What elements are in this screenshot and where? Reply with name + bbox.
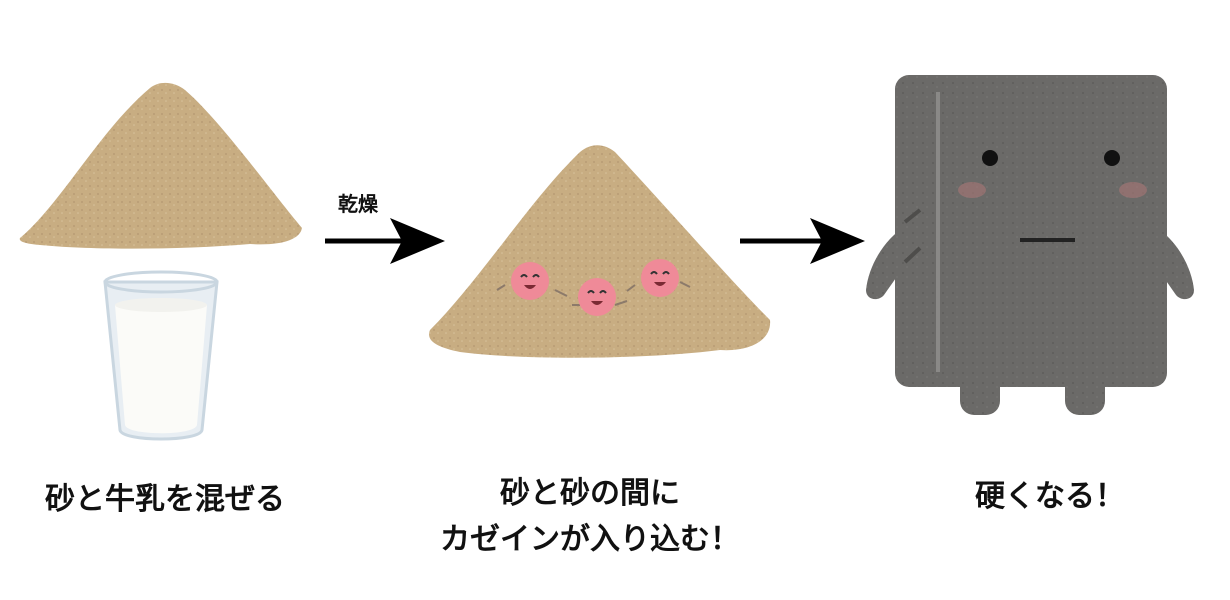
step-2-caption-line2: カゼインが入り込む！ <box>440 522 740 557</box>
casein-ball-icon <box>578 278 616 316</box>
casein-molecules <box>496 281 691 306</box>
step-2-caption-line1: 砂と砂の間に <box>500 476 680 511</box>
casein-ball-icon <box>511 262 549 300</box>
step-3-caption: 硬くなる！ <box>975 479 1125 514</box>
sand-pile-1 <box>19 82 302 249</box>
step-1-caption: 砂と牛乳を混ぜる <box>45 482 285 517</box>
casein-ball-icon <box>641 259 679 297</box>
milk-glass-icon <box>103 270 219 441</box>
arrow-1-icon <box>325 218 445 264</box>
arrow-label-drying: 乾燥 <box>338 192 378 216</box>
arrow-2-icon <box>740 218 865 264</box>
sand-pile-2 <box>429 145 771 358</box>
hard-block-character <box>866 75 1194 415</box>
